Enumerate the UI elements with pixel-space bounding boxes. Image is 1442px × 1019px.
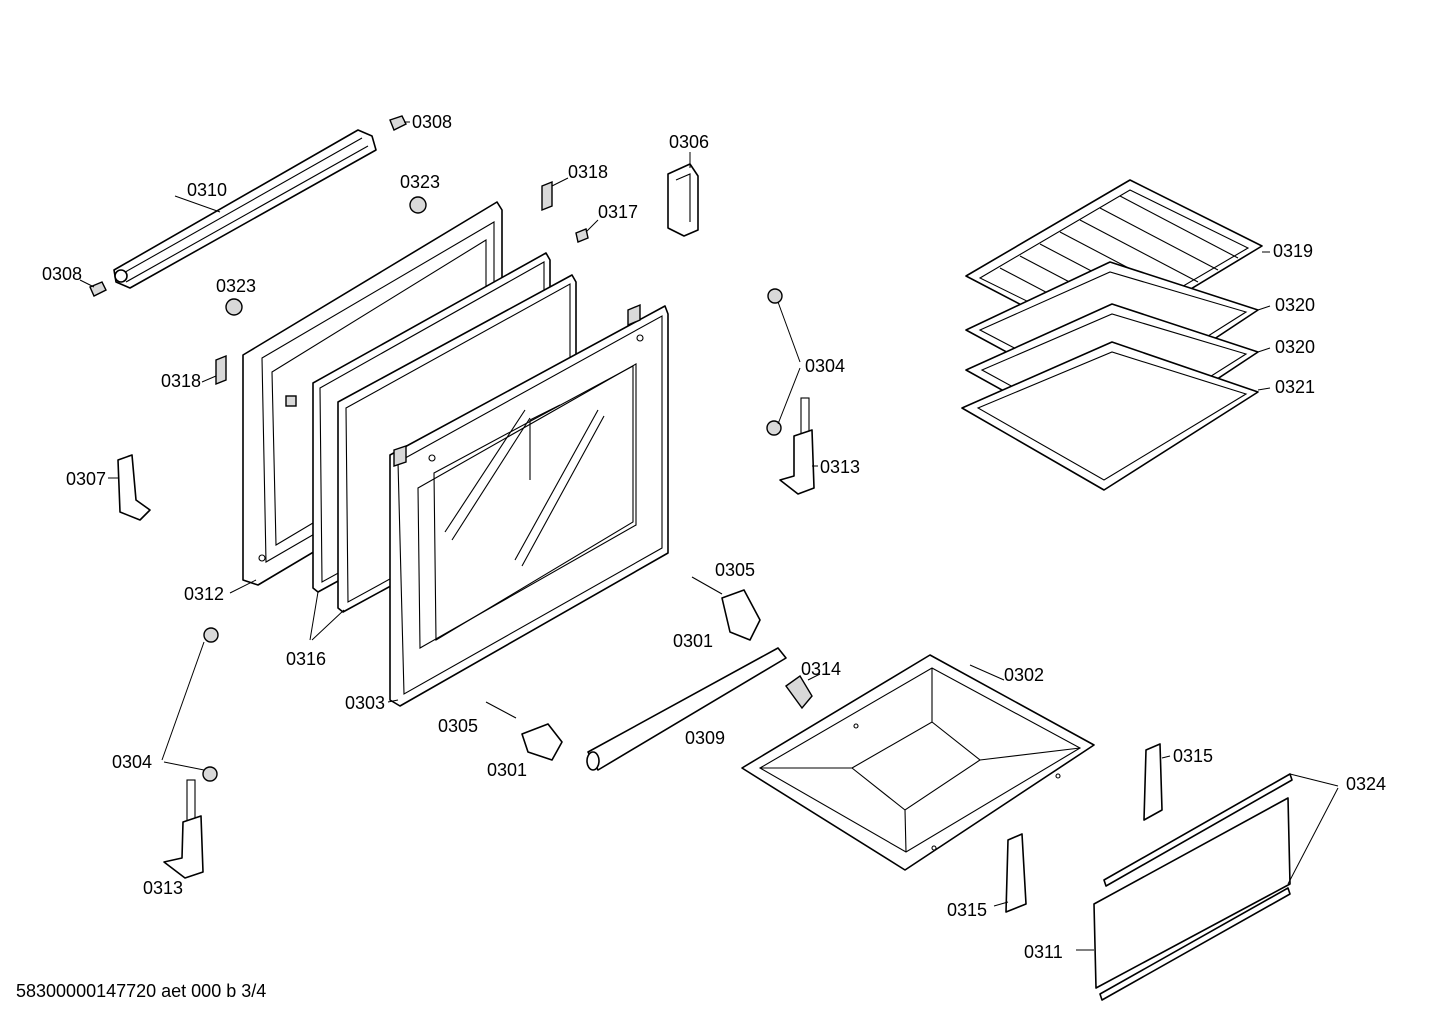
stopper-part — [225, 196, 427, 316]
label-0309: 0309 — [685, 728, 725, 748]
label-0316: 0316 — [286, 649, 326, 669]
bumper-part — [521, 589, 761, 761]
label-0318-top: 0318 — [568, 162, 608, 182]
label-0312: 0312 — [184, 584, 224, 604]
label-0313-right: 0313 — [820, 457, 860, 477]
label-0323-top: 0323 — [400, 172, 440, 192]
panel-strip-part — [1093, 773, 1293, 1001]
label-0324: 0324 — [1346, 774, 1386, 794]
label-0304-left: 0304 — [112, 752, 152, 772]
label-0302: 0302 — [1004, 665, 1044, 685]
label-0313-left: 0313 — [143, 878, 183, 898]
outer-door-panel-part — [389, 303, 669, 707]
label-0307: 0307 — [66, 469, 106, 489]
rod-part — [586, 647, 787, 771]
label-0319: 0319 — [1273, 241, 1313, 261]
label-0308-top: 0308 — [412, 112, 452, 132]
label-0308-left: 0308 — [42, 264, 82, 284]
leader-lines — [79, 121, 1339, 951]
label-0306: 0306 — [669, 132, 709, 152]
rail-part — [1005, 743, 1163, 913]
label-0301-left: 0301 — [487, 760, 527, 780]
drawer-bracket-part — [785, 674, 813, 710]
side-bracket-part — [117, 163, 699, 521]
door-handle-bar-part — [89, 115, 407, 297]
label-0311: 0311 — [1024, 942, 1063, 962]
label-0320-top: 0320 — [1275, 295, 1315, 315]
screw-part — [485, 576, 723, 719]
label-0317: 0317 — [598, 202, 638, 222]
label-0310: 0310 — [187, 180, 227, 200]
label-0318-left: 0318 — [161, 371, 201, 391]
baking-tray-part — [961, 261, 1259, 491]
label-0305-left: 0305 — [438, 716, 478, 736]
hinge-right-part — [766, 288, 815, 495]
label-0315-left: 0315 — [947, 900, 987, 920]
diagram-reference-code: 58300000147720 aet 000 b 3/4 — [16, 981, 266, 1001]
label-0303: 0303 — [345, 693, 385, 713]
label-0301-right: 0301 — [673, 631, 713, 651]
label-0321: 0321 — [1275, 377, 1315, 397]
label-0305-right: 0305 — [715, 560, 755, 580]
label-0323-left: 0323 — [216, 276, 256, 296]
hinge-clip-part — [215, 180, 589, 386]
label-0320-bottom: 0320 — [1275, 337, 1315, 357]
label-0314: 0314 — [801, 659, 841, 679]
hinge-left-part — [163, 627, 219, 879]
label-0304-right: 0304 — [805, 356, 845, 376]
drawer-tray-part — [741, 654, 1095, 871]
label-0315-right: 0315 — [1173, 746, 1213, 766]
